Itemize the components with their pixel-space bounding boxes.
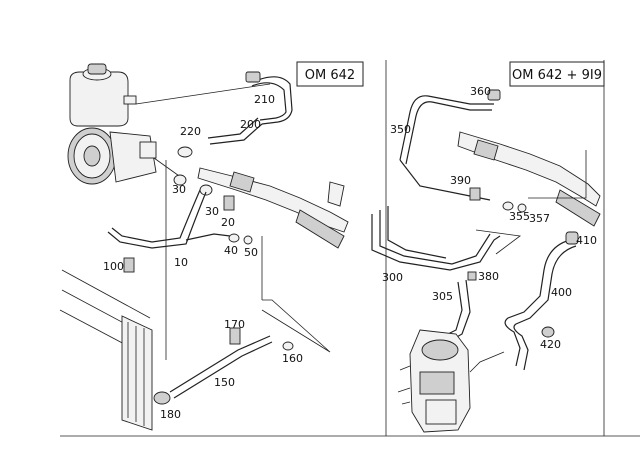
clamp-420 bbox=[541, 326, 555, 338]
hose-200 bbox=[209, 123, 263, 145]
hose-400 bbox=[504, 239, 571, 367]
fitting-380 bbox=[467, 271, 477, 281]
ring-357 bbox=[517, 203, 527, 213]
leader-400 bbox=[469, 351, 505, 373]
washer-30-upper bbox=[173, 174, 187, 186]
clamp-360 bbox=[487, 89, 501, 101]
pump-unit bbox=[397, 329, 471, 433]
right-panel-title: OM 642 + 9I9 bbox=[509, 61, 605, 87]
callout-305: 305 bbox=[432, 290, 453, 303]
leader-gear-right bbox=[528, 150, 587, 199]
steering-pump bbox=[67, 127, 157, 185]
callout-390: 390 bbox=[450, 174, 471, 187]
leader-pump bbox=[153, 157, 183, 179]
ring-160 bbox=[282, 341, 294, 351]
callout-300: 300 bbox=[382, 271, 403, 284]
fluid-reservoir bbox=[69, 63, 137, 127]
hose-350-b bbox=[405, 101, 492, 165]
callout-160: 160 bbox=[282, 352, 303, 365]
pressure-hose-10-outer bbox=[107, 191, 207, 249]
steering-gear-left bbox=[197, 167, 349, 249]
clamp-220 bbox=[177, 146, 193, 158]
callout-220: 220 bbox=[180, 125, 201, 138]
hose-210-inner bbox=[251, 82, 287, 121]
line-300 bbox=[371, 214, 501, 271]
callout-40: 40 bbox=[224, 244, 238, 257]
hose-350 bbox=[399, 95, 494, 161]
leader-detail bbox=[261, 299, 331, 353]
callout-170: 170 bbox=[224, 318, 245, 331]
clamp-180 bbox=[153, 391, 171, 405]
pressure-hose-10 bbox=[111, 189, 201, 243]
callout-30-b: 30 bbox=[205, 205, 219, 218]
steering-gear-right bbox=[457, 131, 601, 227]
cooler-line-150-b bbox=[173, 341, 273, 399]
return-hose-10 bbox=[185, 233, 231, 241]
svg-text:OM 642: OM 642 bbox=[305, 68, 355, 83]
line-300-c bbox=[387, 206, 447, 259]
ring-50 bbox=[243, 235, 253, 245]
callout-400: 400 bbox=[551, 286, 572, 299]
callout-200: 200 bbox=[240, 118, 261, 131]
svg-text:OM 642 + 9I9: OM 642 + 9I9 bbox=[512, 68, 602, 83]
callout-350: 350 bbox=[390, 123, 411, 136]
callout-20: 20 bbox=[221, 216, 235, 229]
callout-360: 360 bbox=[470, 85, 491, 98]
fitting-390 bbox=[469, 187, 481, 201]
callout-150: 150 bbox=[214, 376, 235, 389]
clamp-410 bbox=[565, 231, 579, 245]
clamp-210 bbox=[245, 71, 261, 83]
ring-355 bbox=[502, 201, 514, 211]
cooler-line-150 bbox=[169, 335, 271, 393]
ring-40 bbox=[228, 233, 240, 243]
callout-180: 180 bbox=[160, 408, 181, 421]
leader-reservoir bbox=[135, 83, 271, 105]
hose-210 bbox=[257, 76, 293, 125]
callout-10: 10 bbox=[174, 256, 188, 269]
callout-380: 380 bbox=[478, 270, 499, 283]
fitting-100 bbox=[123, 257, 135, 273]
oil-cooler bbox=[59, 269, 153, 431]
leader-300 bbox=[475, 229, 522, 255]
callout-420: 420 bbox=[540, 338, 561, 351]
bolt-20 bbox=[223, 195, 235, 211]
left-panel-title: OM 642 bbox=[296, 61, 364, 87]
callout-100: 100 bbox=[103, 260, 124, 273]
callout-357: 357 bbox=[529, 212, 550, 225]
callout-210: 210 bbox=[254, 93, 275, 106]
line-300-b bbox=[379, 210, 491, 265]
bolt-170 bbox=[229, 327, 241, 345]
callout-410: 410 bbox=[576, 234, 597, 247]
hose-400-b bbox=[513, 245, 577, 371]
hose-200-inner bbox=[207, 117, 259, 139]
callout-355: 355 bbox=[509, 210, 530, 223]
callout-30-a: 30 bbox=[172, 183, 186, 196]
callout-50: 50 bbox=[244, 246, 258, 259]
